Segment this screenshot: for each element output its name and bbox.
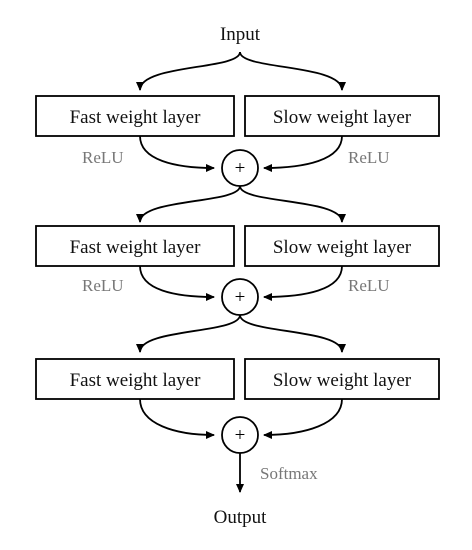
fast-weight-layer-3-label: Fast weight layer — [70, 370, 202, 391]
relu-label-left-1: ReLU — [82, 148, 124, 167]
sum-to-fast-arrow-3 — [136, 314, 241, 353]
fast-to-sum-arrow-1 — [139, 135, 215, 172]
sum-to-fast-arrow-2 — [136, 185, 241, 223]
output-label: Output — [214, 507, 268, 528]
fast-weight-layer-1 — [35, 95, 235, 137]
fast-weight-layer-3 — [35, 358, 235, 400]
slow-weight-layer-1 — [244, 95, 440, 137]
slow-weight-layer-3-label: Slow weight layer — [273, 370, 412, 391]
fast-weight-layer-2 — [35, 225, 235, 267]
fast-weight-layer-1-label: Fast weight layer — [70, 107, 202, 128]
relu-label-right-1: ReLU — [348, 148, 390, 167]
fast-to-sum-arrow-3 — [139, 398, 215, 439]
relu-label-left-2: ReLU — [82, 276, 124, 295]
input-to-fast-arrow-1 — [136, 51, 241, 91]
relu-label-right-2: ReLU — [348, 276, 390, 295]
softmax-label: Softmax — [260, 464, 318, 483]
slow-to-sum-arrow-2 — [263, 265, 343, 301]
input-to-slow-arrow-1 — [239, 51, 346, 91]
sum-node-3-symbol: + — [235, 425, 246, 446]
sum-to-slow-arrow-3 — [239, 314, 346, 353]
slow-to-sum-arrow-3 — [263, 398, 343, 439]
sum-to-slow-arrow-2 — [239, 185, 346, 223]
input-label: Input — [220, 24, 261, 45]
fast-weight-layer-2-label: Fast weight layer — [70, 237, 202, 258]
sum-node-1-symbol: + — [235, 158, 246, 179]
slow-weight-layer-3 — [244, 358, 440, 400]
slow-weight-layer-2-label: Slow weight layer — [273, 237, 412, 258]
slow-to-sum-arrow-1 — [263, 135, 343, 172]
sum-node-2-symbol: + — [235, 287, 246, 308]
fast-to-sum-arrow-2 — [139, 265, 215, 301]
slow-weight-layer-1-label: Slow weight layer — [273, 107, 412, 128]
